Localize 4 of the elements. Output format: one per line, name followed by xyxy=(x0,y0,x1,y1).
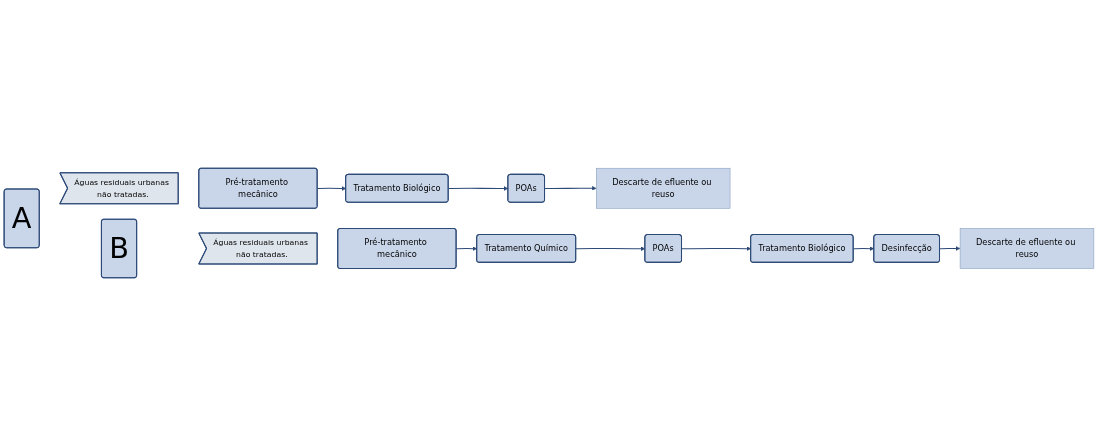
node-box: Descarte de efluente ou reuso xyxy=(596,167,731,209)
arrow xyxy=(939,246,961,251)
node-box: Descarte de efluente ou reuso xyxy=(959,228,1095,269)
arrow xyxy=(544,186,597,191)
